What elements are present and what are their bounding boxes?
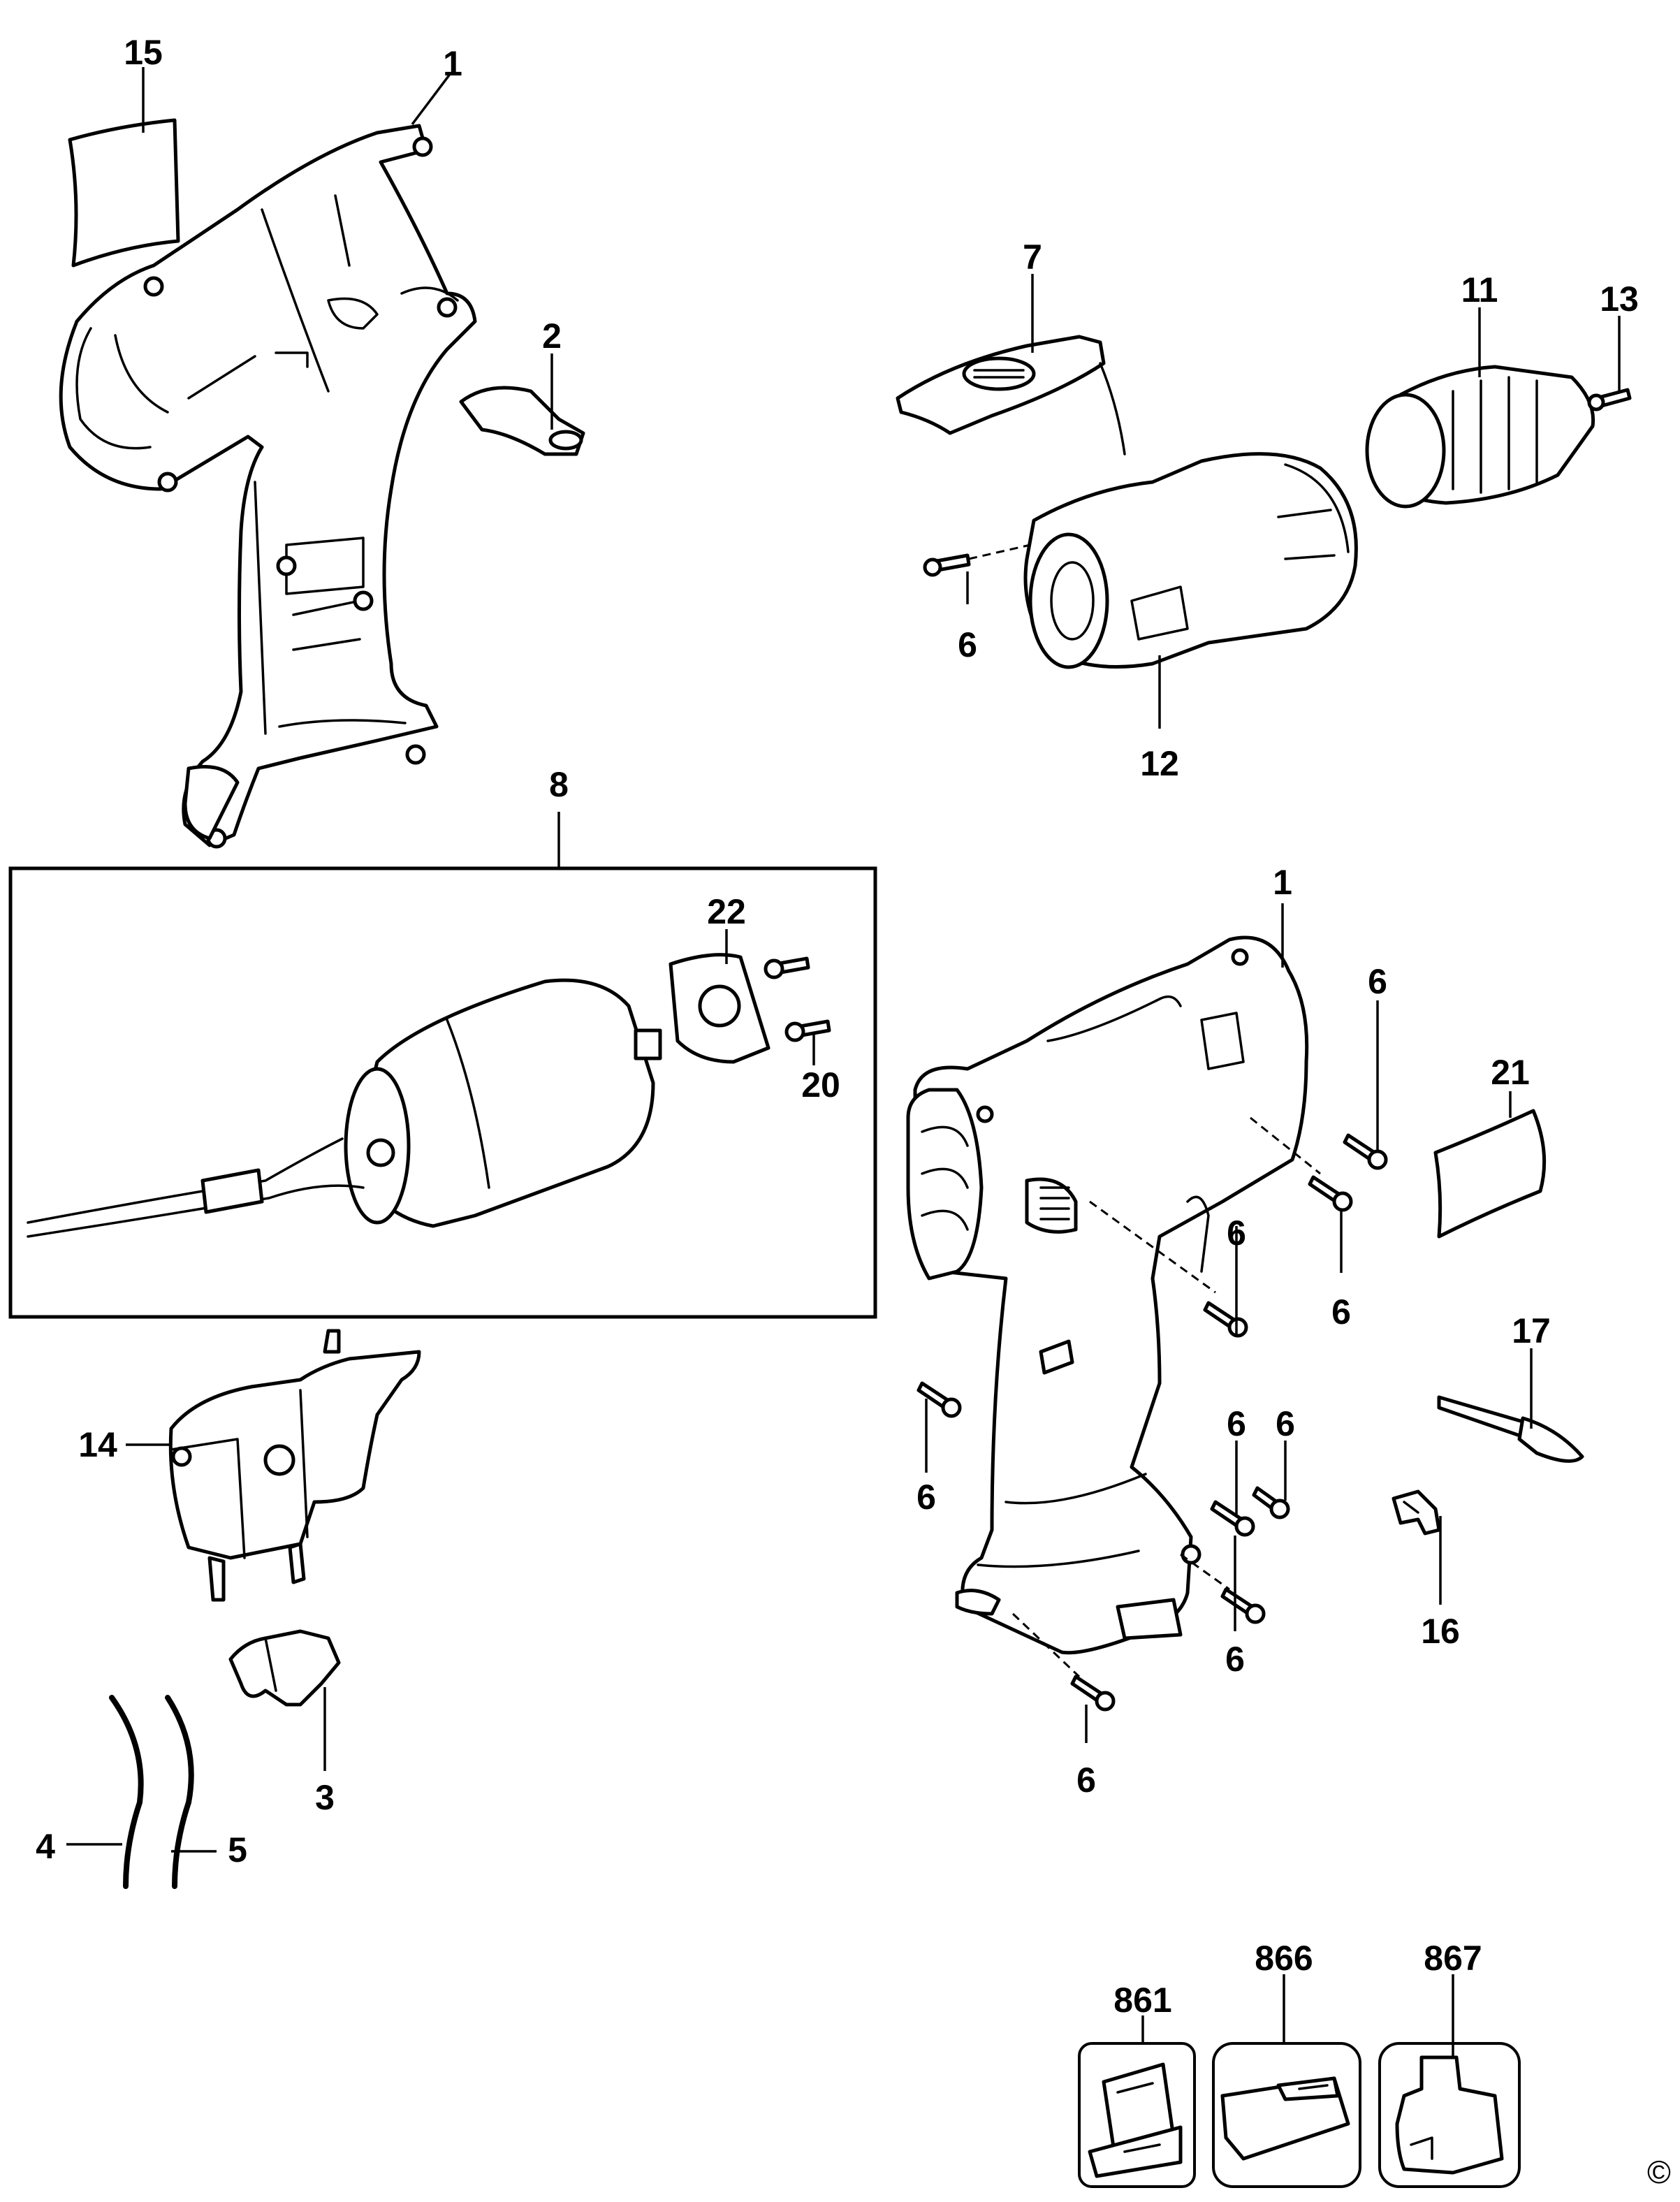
part-2-clip[interactable]	[459, 386, 585, 456]
callout-861: 861	[1113, 1981, 1171, 2020]
callout-3: 3	[315, 1778, 335, 1817]
callout-20: 20	[801, 1065, 840, 1104]
callout-867: 867	[1424, 1939, 1482, 1978]
part-13-screw[interactable]	[1587, 388, 1632, 411]
callout-21: 21	[1491, 1053, 1530, 1092]
callout-6-a: 6	[1368, 962, 1387, 1001]
callout-8: 8	[549, 765, 569, 804]
leader-lines	[66, 67, 1621, 2057]
callout-6-d: 6	[1227, 1404, 1246, 1443]
part-16-clip[interactable]	[1392, 1489, 1441, 1536]
part-5-wire[interactable]	[165, 1695, 194, 1889]
part-1-housing-half[interactable]	[59, 124, 477, 849]
part-21-label[interactable]	[1433, 1109, 1547, 1239]
accessory-861-case[interactable]	[1078, 2042, 1196, 2188]
callout-15: 15	[124, 33, 163, 72]
callout-22: 22	[707, 892, 746, 931]
part-3-switch-part[interactable]	[228, 1629, 341, 1707]
callout-1-top: 1	[443, 44, 462, 83]
callout-12: 12	[1140, 744, 1179, 783]
callout-6-c: 6	[1331, 1292, 1351, 1332]
accessory-867-battery[interactable]	[1378, 2042, 1521, 2188]
part-7-top-cover[interactable]	[896, 335, 1126, 455]
accessory-866-charger[interactable]	[1212, 2042, 1361, 2188]
callout-7: 7	[1023, 238, 1042, 277]
part-20-screws[interactable]	[764, 956, 831, 1042]
callout-17: 17	[1512, 1311, 1551, 1350]
callout-2: 2	[542, 316, 562, 356]
part-4-wire[interactable]	[109, 1695, 144, 1889]
callout-6-f: 6	[916, 1478, 936, 1517]
callout-866: 866	[1255, 1939, 1313, 1978]
callout-6-g: 6	[1225, 1640, 1245, 1679]
part-11-chuck[interactable]	[1365, 365, 1595, 509]
callout-1-main: 1	[1273, 863, 1292, 902]
part-6-screw-gearbox[interactable]	[923, 544, 1031, 577]
callout-11: 11	[1461, 270, 1498, 309]
part-14-switch[interactable]	[168, 1329, 421, 1602]
callout-6-h: 6	[1076, 1760, 1096, 1800]
part-6-screws-drill[interactable]	[916, 1133, 1388, 1712]
part-8-motor-assembly[interactable]	[8, 866, 877, 1319]
part-15-label[interactable]	[68, 118, 180, 268]
callout-6-b: 6	[1227, 1213, 1246, 1253]
callout-labels: 15 1 2 7 11 13 6 12 8 1 22 20 6 21 6 6 1…	[36, 33, 1671, 2190]
part-12-gearbox[interactable]	[1023, 452, 1358, 669]
callout-4: 4	[36, 1827, 55, 1866]
callout-6-e: 6	[1276, 1404, 1295, 1443]
part-17-bit[interactable]	[1437, 1395, 1584, 1463]
callout-6-gearbox: 6	[958, 625, 977, 664]
copyright-symbol: ©	[1647, 2154, 1671, 2190]
callout-5: 5	[228, 1830, 247, 1869]
callout-14: 14	[78, 1425, 117, 1464]
callout-16: 16	[1421, 1612, 1460, 1651]
callout-13: 13	[1600, 279, 1639, 319]
part-1-drill-body[interactable]	[906, 935, 1309, 1655]
